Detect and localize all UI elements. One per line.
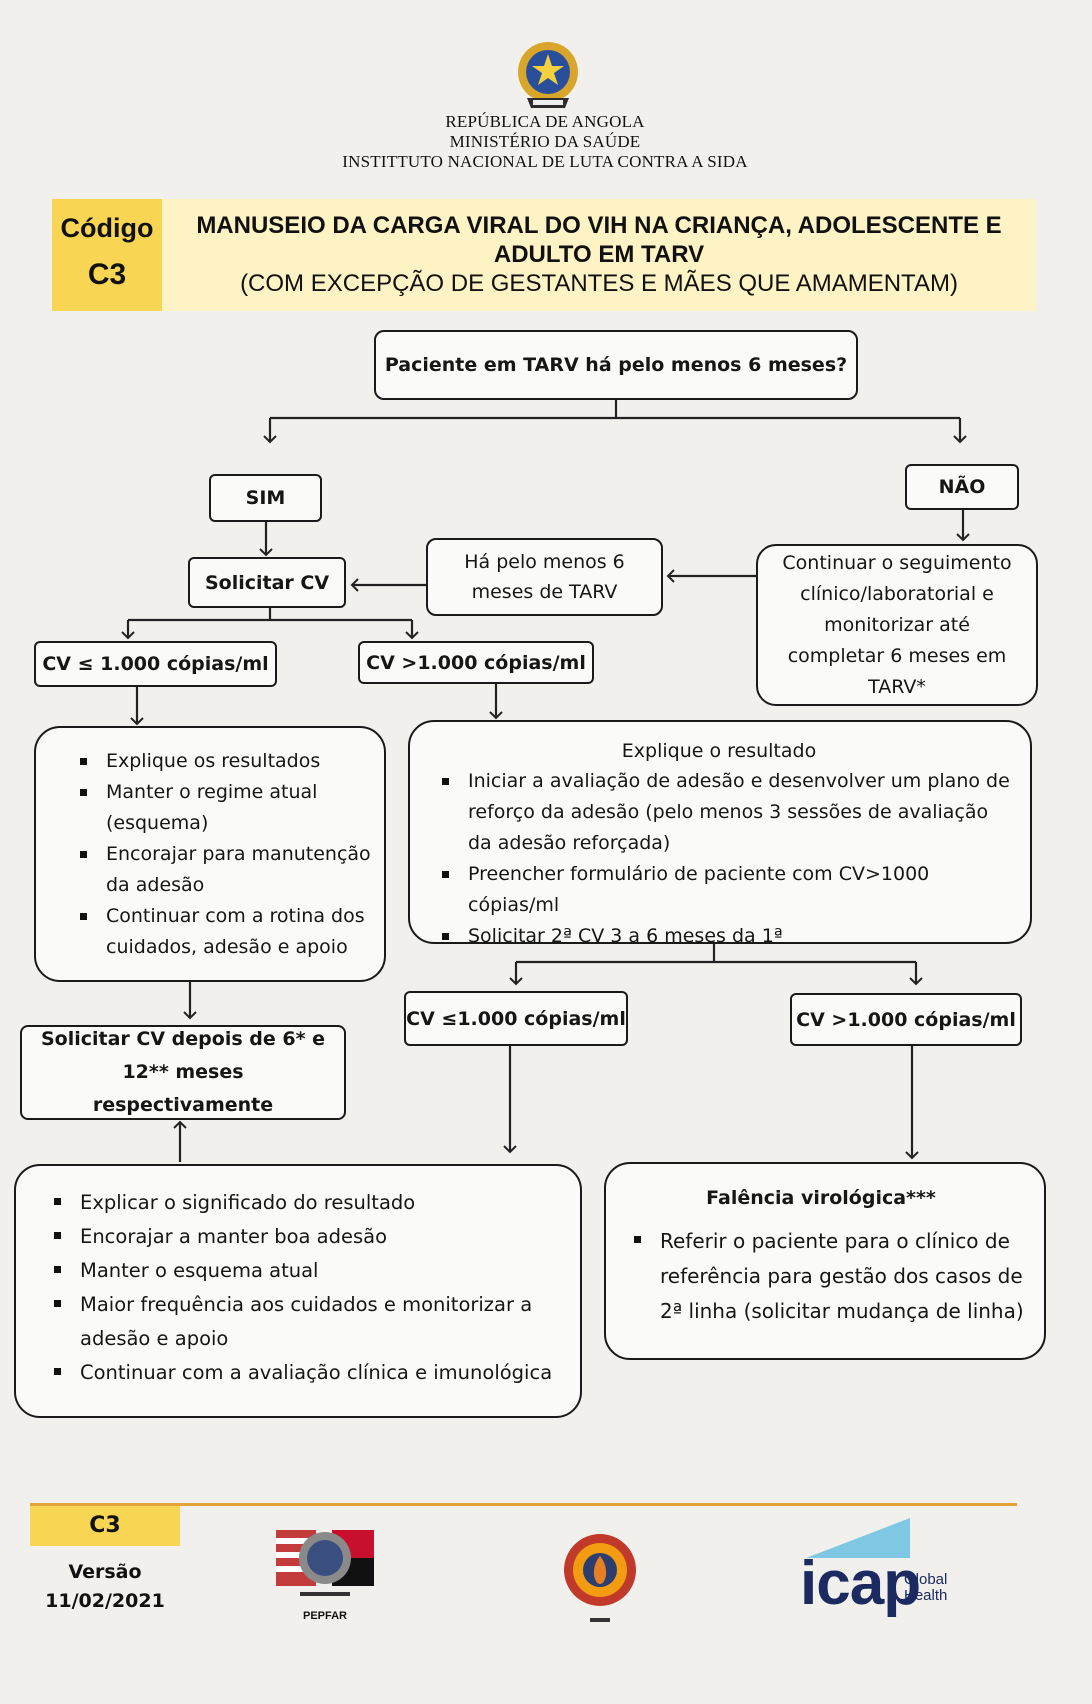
code-value: C3 — [87, 258, 127, 291]
page-title: MANUSEIO DA CARGA VIRAL DO VIH NA CRIANÇ… — [162, 199, 1036, 311]
high-actions-list: Iniciar a avaliação de adesão e desenvol… — [424, 766, 1014, 952]
nao-box: NÃO — [905, 464, 1019, 510]
pepfar-emblem-icon — [276, 1530, 374, 1596]
list-item: Explicar o significado do resultado — [36, 1186, 570, 1220]
falencia-box: Falência virológica*** Referir o pacient… — [604, 1162, 1046, 1360]
list-item: Preencher formulário de paciente com CV>… — [424, 859, 1014, 921]
ha-6-meses-box: Há pelo menos 6 meses de TARV — [426, 538, 663, 616]
high-actions-box: Explique o resultado Iniciar a avaliação… — [408, 720, 1032, 947]
code-label: Código — [60, 213, 154, 243]
list-item: Encorajar para manutenção da adesão — [62, 839, 376, 901]
header-ministerio: MINISTÉRIO DA SAÚDE — [449, 132, 641, 151]
falencia-list: Referir o paciente para o clínico de ref… — [616, 1224, 1026, 1329]
cv-low-box: CV ≤ 1.000 cópias/ml — [34, 641, 277, 687]
question-box: Paciente em TARV há pelo menos 6 meses? — [374, 330, 858, 400]
list-item: Explique os resultados — [62, 746, 376, 777]
list-item: Iniciar a avaliação de adesão e desenvol… — [424, 766, 1014, 859]
pepfar-logo: PEPFAR — [270, 1510, 380, 1630]
angola-emblem-icon — [518, 42, 578, 108]
pepfar-label: PEPFAR — [302, 1610, 347, 1622]
icap-global-health: Global Health — [904, 1571, 948, 1604]
list-item: Manter o esquema atual — [36, 1254, 570, 1288]
footer-version: Versão 11/02/2021 — [30, 1558, 180, 1616]
solicitar-cv-box: Solicitar CV — [188, 557, 346, 608]
list-item: Continuar com a rotina dos cuidados, ade… — [62, 901, 376, 963]
cv-low-2-box: CV ≤1.000 cópias/ml — [404, 991, 628, 1046]
header-republica: REPÚBLICA DE ANGOLA — [445, 112, 645, 131]
title-line-1: MANUSEIO DA CARGA VIRAL DO VIH NA CRIANÇ… — [196, 212, 1002, 239]
low-actions-box: Explique os resultados Manter o regime a… — [34, 726, 386, 982]
high-actions-title: Explique o resultado — [621, 740, 817, 762]
low-actions-list: Explique os resultados Manter o regime a… — [62, 746, 376, 963]
continuar-box: Continuar o seguimento clínico/laborator… — [756, 544, 1038, 706]
icap-triangle-icon — [806, 1518, 910, 1558]
low2-actions-box: Explicar o significado do resultado Enco… — [14, 1164, 582, 1418]
cv-high-2-box: CV >1.000 cópias/ml — [790, 993, 1022, 1046]
footer-divider — [30, 1503, 1017, 1506]
list-item: Maior frequência aos cuidados e monitori… — [36, 1288, 570, 1356]
falencia-title: Falência virológica*** — [706, 1187, 936, 1209]
solicitar-6-12-box: Solicitar CV depois de 6* e 12** meses r… — [20, 1025, 346, 1120]
title-line-2: ADULTO EM TARV — [493, 241, 705, 268]
sim-box: SIM — [209, 474, 322, 522]
code-box: Código C3 — [52, 199, 162, 311]
version-date: 11/02/2021 — [45, 1590, 165, 1612]
list-item: Encorajar a manter boa adesão — [36, 1220, 570, 1254]
footer-code: C3 — [30, 1506, 180, 1546]
inls-logo-icon — [564, 1534, 636, 1622]
list-item: Manter o regime atual (esquema) — [62, 777, 376, 839]
list-item: Referir o paciente para o clínico de ref… — [616, 1224, 1026, 1329]
title-line-3: (COM EXCEPÇÃO DE GESTANTES E MÃES QUE AM… — [240, 270, 958, 297]
cv-high-box: CV >1.000 cópias/ml — [358, 641, 594, 684]
low2-actions-list: Explicar o significado do resultado Enco… — [36, 1186, 570, 1390]
list-item: Continuar com a avaliação clínica e imun… — [36, 1356, 570, 1390]
header-instituto: INSTITTUTO NACIONAL DE LUTA CONTRA A SID… — [342, 152, 748, 171]
list-item: Solicitar 2ª CV 3 a 6 meses da 1ª — [424, 921, 1014, 952]
icap-wordmark: icap — [800, 1549, 921, 1618]
version-label: Versão — [68, 1561, 142, 1583]
icap-logo: icap Global Health — [800, 1516, 960, 1626]
